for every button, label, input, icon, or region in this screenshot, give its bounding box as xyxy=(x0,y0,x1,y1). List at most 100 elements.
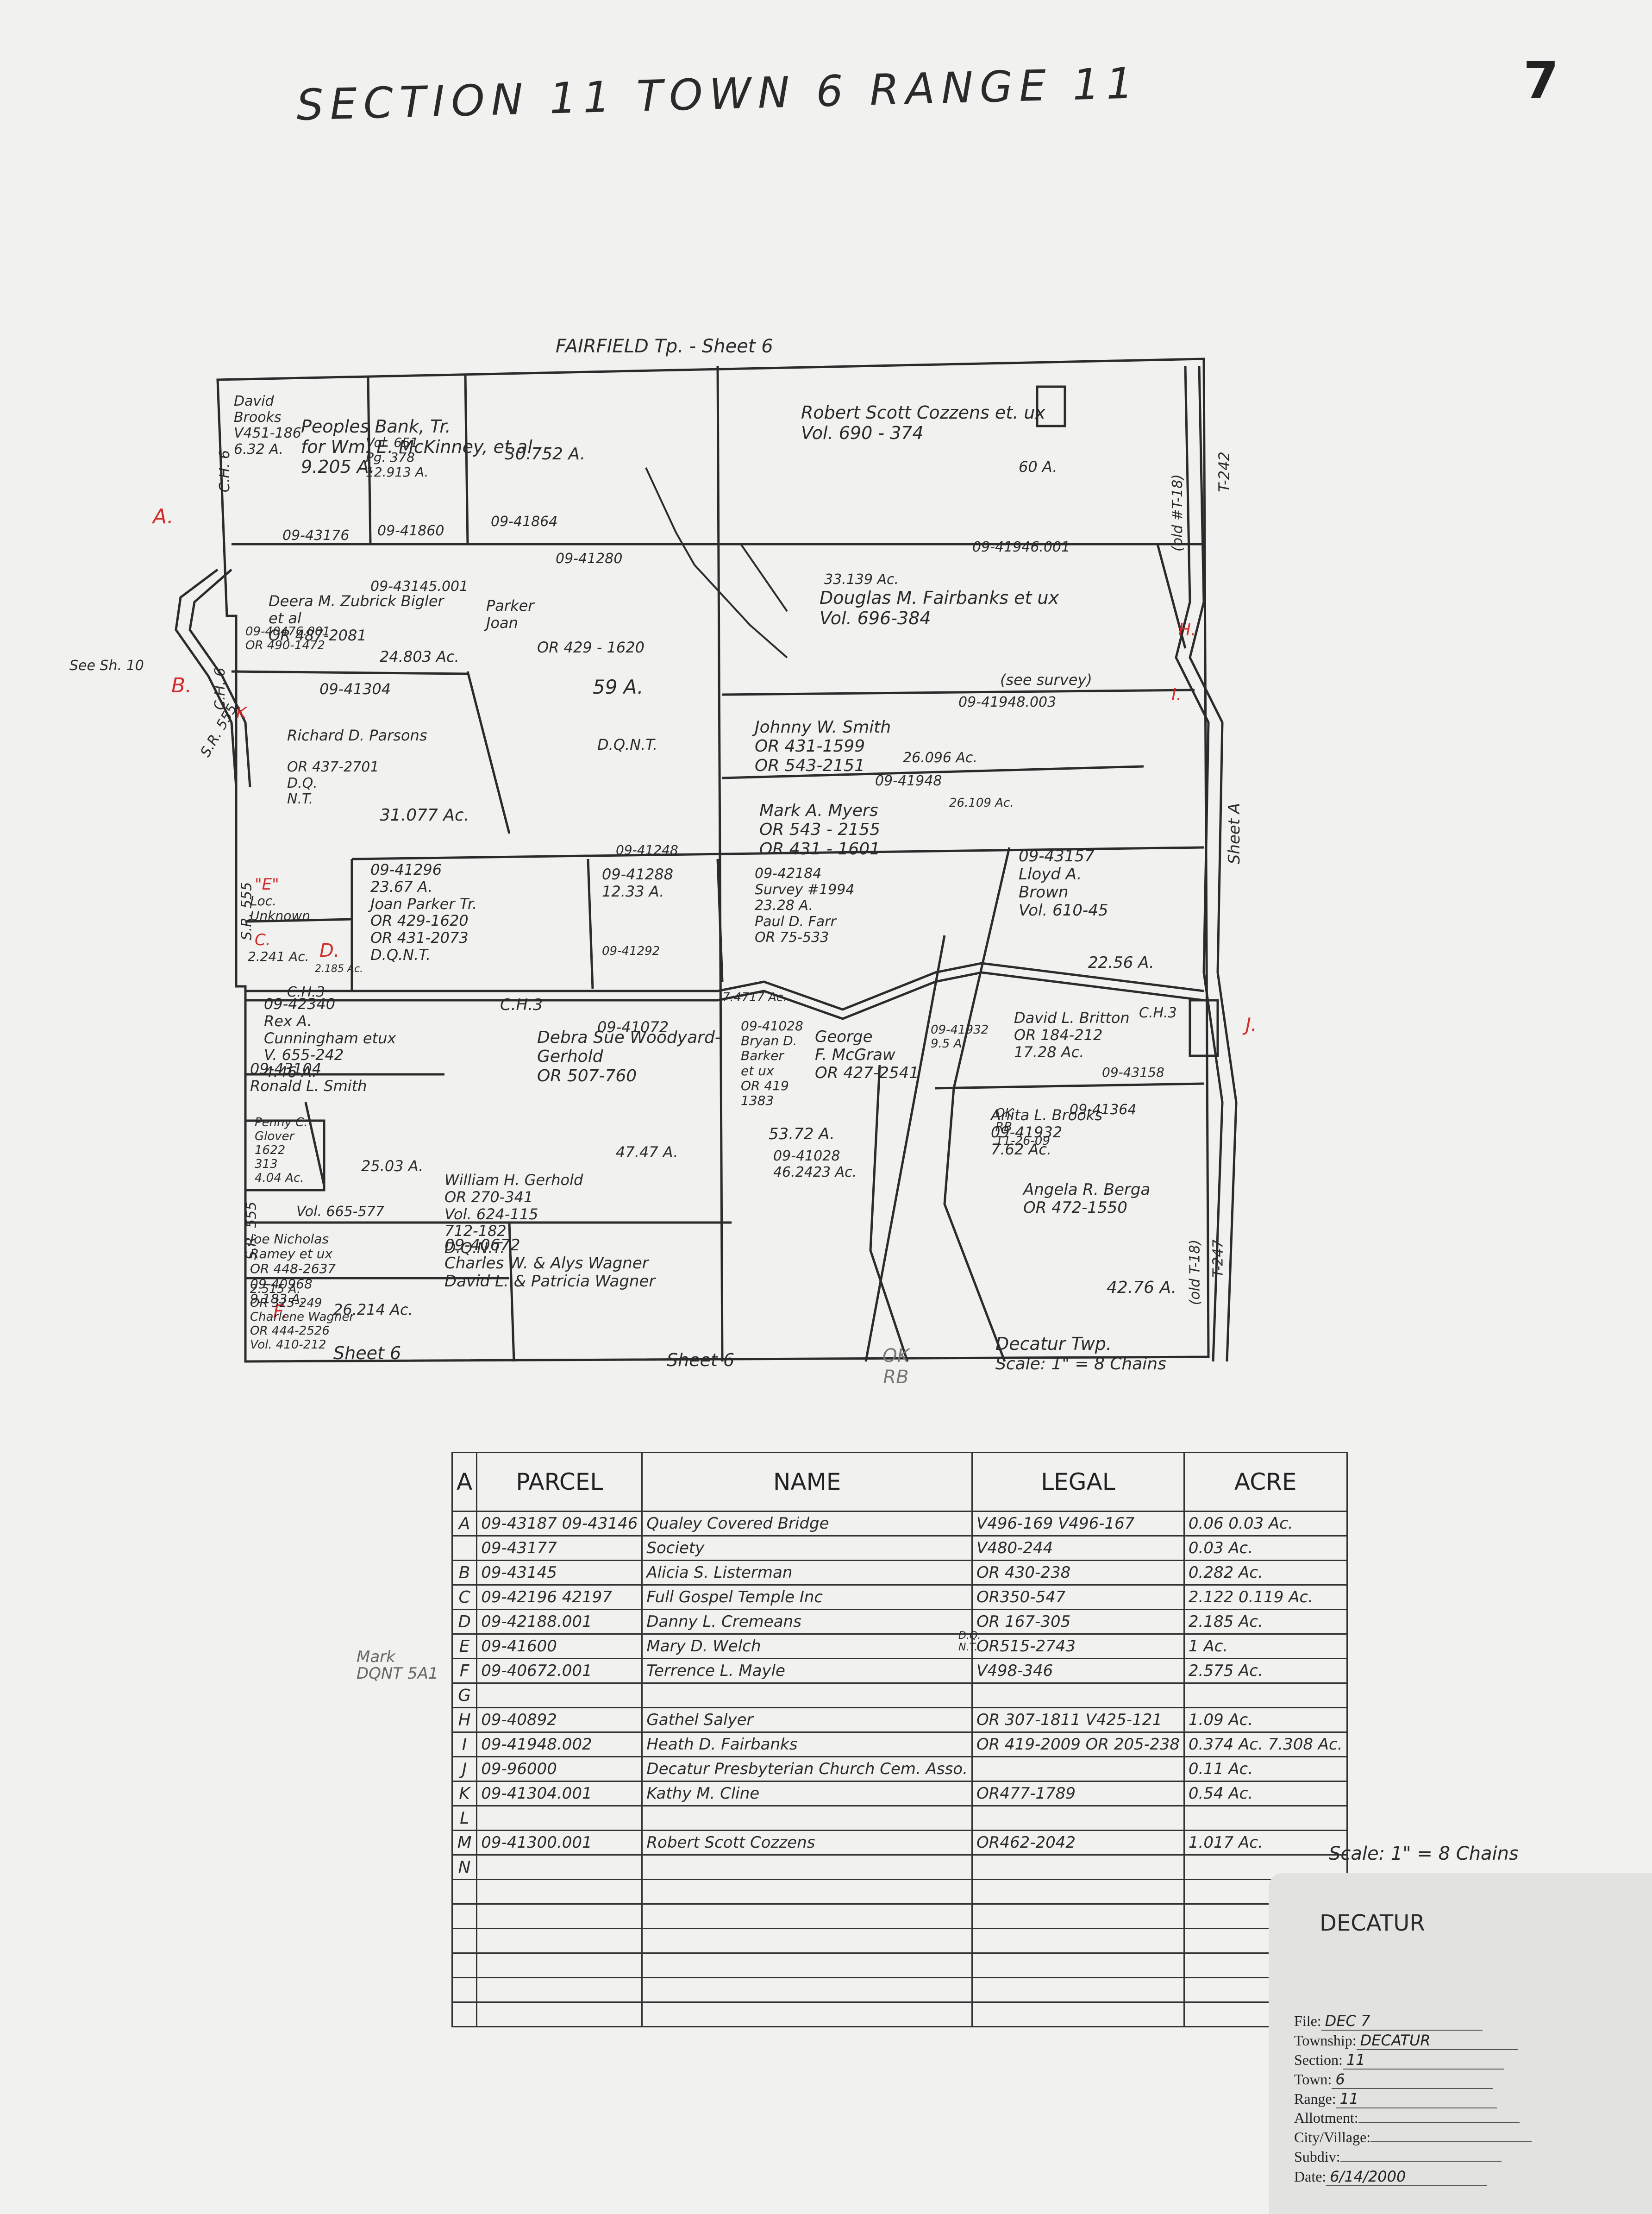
parcel-label: 09-41860 xyxy=(377,523,444,539)
cell-legal: OR 430-238 xyxy=(971,1560,1185,1586)
parcel-label-line: OR 429-1620 xyxy=(370,912,469,930)
parcel-label-line: Charles W. & Alys Wagner xyxy=(444,1254,649,1273)
parcel-label-line: Peoples Bank, Tr. xyxy=(301,416,451,437)
field-value: DECATUR xyxy=(1356,2032,1518,2050)
parcel-label-line: 30.752 A. xyxy=(505,445,586,464)
parcel-label-line: 12.913 A. xyxy=(366,464,429,480)
cell-legal: OR477-1789 xyxy=(971,1781,1185,1806)
parcel-label-line: 60 A. xyxy=(1019,458,1058,476)
parcel-label-line: Ramey et ux xyxy=(250,1246,333,1262)
cell-parcel: 09-42188.001 xyxy=(476,1609,643,1635)
parcel-label-line: OR 75-533 xyxy=(755,929,829,946)
parcel-label: 59 A. xyxy=(593,676,644,698)
marker-e: "E" xyxy=(255,875,279,894)
cell-name: Robert Scott Cozzens xyxy=(641,1830,973,1856)
field-value: 11 xyxy=(1336,2090,1497,2108)
parcel-label-line: 09-42184 xyxy=(755,866,822,882)
parcel-label-line: OR 472-1550 xyxy=(1023,1198,1127,1217)
parcel-label: 2.241 Ac. xyxy=(248,949,309,964)
parcel-label-line: 23.28 A. xyxy=(755,897,813,914)
parcel-label-line: 09-41028 xyxy=(741,1018,803,1034)
parcel-label-line: 11-26-09 xyxy=(995,1134,1051,1148)
road-label: T-242 xyxy=(1215,452,1233,492)
parcel-label-line: OR 444-2526 xyxy=(250,1323,330,1338)
parcel-label-line: David L. Britton xyxy=(1014,1009,1130,1027)
parcel-label-line: 09-41860 xyxy=(377,523,444,539)
parcel-line xyxy=(716,859,724,982)
parcel-label-line: Brooks xyxy=(234,409,282,426)
parcel-label-line: 09-41296 xyxy=(370,861,442,878)
cell-legal xyxy=(971,1879,1185,1905)
cell-name: Alicia S. Listerman xyxy=(641,1560,973,1586)
parcel-label-line: Johnny W. Smith xyxy=(755,718,891,737)
parcel-label-line: 9.5 A. xyxy=(931,1036,966,1051)
parcel-line xyxy=(231,670,468,675)
parcel-label-line: Mark A. Myers xyxy=(759,801,878,820)
cell-legal: OR 307-1811 V425-121 xyxy=(971,1707,1185,1733)
parcel-label: 22.56 A. xyxy=(1088,953,1154,972)
parcel-label-line: 1622 xyxy=(255,1143,286,1157)
parcel-label-line: 2.241 Ac. xyxy=(248,949,309,964)
parcel-label-line: 09-41292 xyxy=(602,944,660,958)
title-block-field: Range:11 xyxy=(1294,2090,1497,2108)
cell-legal xyxy=(971,1903,1185,1929)
parcel-line xyxy=(943,847,1011,1362)
cell-letter: D xyxy=(451,1609,478,1635)
parcel-label-line: 09-41864 xyxy=(491,514,558,530)
marker-b: B. xyxy=(171,674,192,697)
col-name: NAME xyxy=(641,1452,973,1512)
cell-acre: 0.06 0.03 Ac. xyxy=(1183,1511,1348,1537)
parcel-label-line: Gerhold xyxy=(537,1047,603,1066)
field-label: Section: xyxy=(1294,2051,1343,2068)
parcel-label-line: 25.03 A. xyxy=(361,1157,424,1175)
parcel-label-line: Vol. 665-577 xyxy=(296,1204,384,1220)
cell-legal: OR 167-305 xyxy=(971,1609,1185,1635)
parcel-line xyxy=(245,918,352,923)
parcel-label-line: Anita L. Brooks xyxy=(991,1106,1103,1124)
parcel-label-line: OR 429 - 1620 xyxy=(537,639,645,656)
road-label: T-247 xyxy=(1210,1239,1226,1278)
parcel-line xyxy=(869,1065,909,1362)
table-row: L xyxy=(451,1805,1348,1831)
county-road xyxy=(245,971,1204,1020)
col-parcel: PARCEL xyxy=(476,1452,643,1512)
parcel-label-line: 7.62 Ac. xyxy=(991,1140,1052,1158)
parcel-label-line: OR 437-2701 xyxy=(287,759,379,775)
parcel-label: 09-41948 xyxy=(875,773,942,790)
parcel-line xyxy=(587,859,594,989)
cell-parcel: 09-41300.001 xyxy=(476,1830,643,1856)
parcel-label-line: 24.803 Ac. xyxy=(380,648,459,665)
cell-legal xyxy=(971,1928,1185,1954)
title-block-field: Town:6 xyxy=(1294,2070,1493,2089)
cell-name xyxy=(641,2001,973,2027)
parcel-label: 09-41248 xyxy=(616,842,678,858)
parcel-label-line: Deera M. Zubrick Bigler xyxy=(269,592,444,610)
parcel-label-line: 9.205 A. xyxy=(301,457,375,477)
parcel-label-line: OR 490-1472 xyxy=(245,638,325,652)
road-label: C.H. 6 xyxy=(212,667,229,710)
cell-letter xyxy=(451,1977,478,2003)
road-label: (old T-18) xyxy=(1187,1239,1203,1305)
parcel-label-line: 313 xyxy=(255,1157,278,1171)
parcel-label: D.Q.N.T. xyxy=(597,736,657,753)
cell-acre: 0.374 Ac. 7.308 Ac. xyxy=(1183,1731,1348,1757)
cell-acre: 2.122 0.119 Ac. xyxy=(1183,1584,1348,1610)
parcel-label-line: OR 270-341 xyxy=(444,1188,533,1206)
parcel-label-line: OR 448-2637 xyxy=(250,1261,336,1277)
parcel-label-line: 26.214 Ac. xyxy=(333,1301,413,1318)
cell-name xyxy=(641,1977,973,2003)
parcel-label: 09-41864 xyxy=(491,514,557,530)
